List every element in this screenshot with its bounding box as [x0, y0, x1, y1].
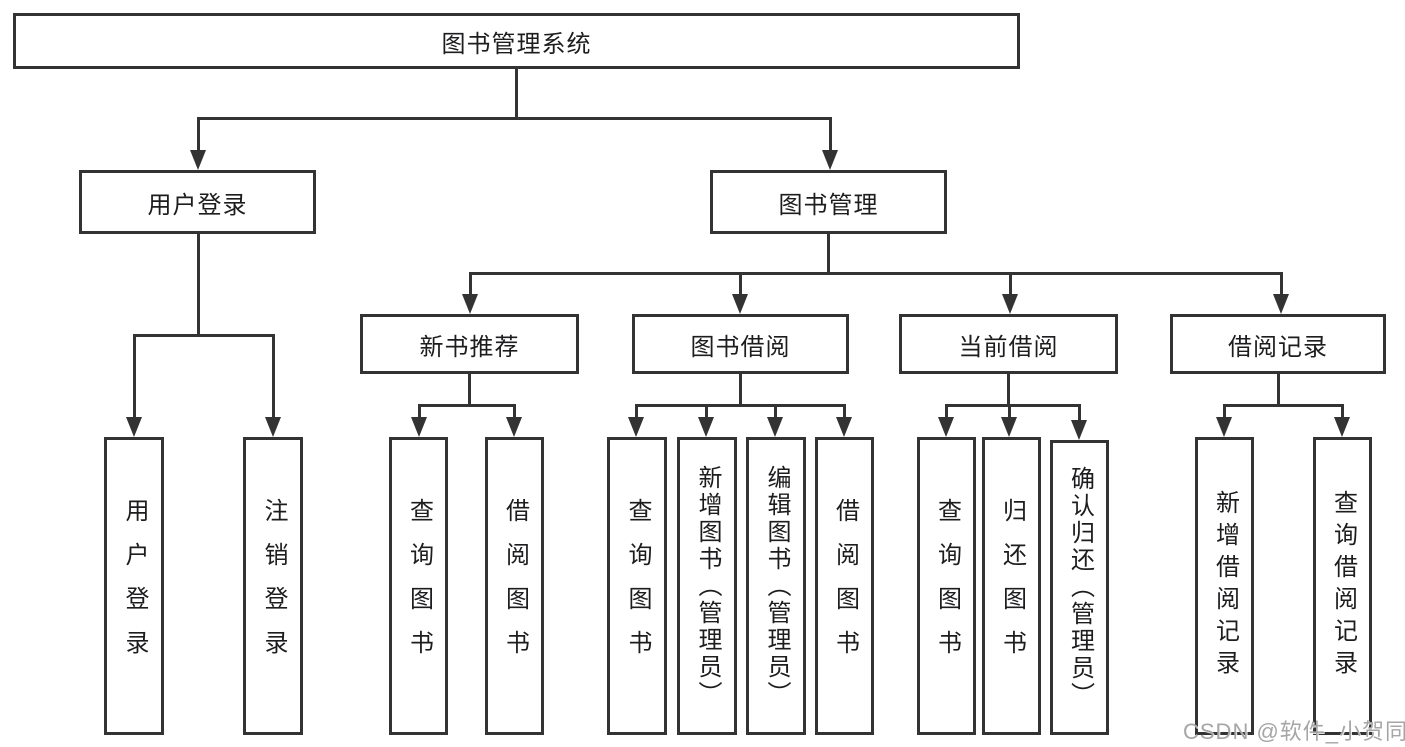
connector: [829, 117, 832, 154]
connector: [515, 68, 518, 120]
leaf-borrow-book: 借阅图书: [815, 437, 874, 735]
connector: [705, 404, 708, 420]
leaf-borrow-book: 借阅图书: [485, 437, 544, 735]
arrowhead-icon: [411, 417, 427, 437]
connector: [1277, 372, 1280, 407]
leaf-query-borrow-record: 查询借阅记录: [1313, 437, 1372, 735]
connector: [272, 334, 275, 420]
arrowhead-icon: [698, 417, 714, 437]
arrowhead-icon: [1071, 420, 1087, 440]
leaf-query-book: 查询图书: [389, 437, 448, 735]
leaf-return-book: 归还图书: [982, 437, 1041, 735]
arrowhead-icon: [836, 417, 852, 437]
arrowhead-icon: [1216, 417, 1232, 437]
arrowhead-icon: [506, 417, 522, 437]
node-user-login: 用户登录: [79, 170, 316, 234]
connector: [1341, 404, 1344, 420]
arrowhead-icon: [126, 417, 142, 437]
connector: [197, 117, 832, 120]
arrowhead-icon: [1334, 417, 1350, 437]
leaf-user-login: 用户登录: [104, 437, 164, 735]
connector: [1223, 404, 1226, 420]
connector: [945, 404, 1081, 407]
connector: [635, 404, 638, 420]
connector: [1078, 404, 1081, 423]
node-root: 图书管理系统: [13, 13, 1020, 69]
arrowhead-icon: [1273, 294, 1289, 314]
arrowhead-icon: [1002, 294, 1018, 314]
connector: [1007, 372, 1010, 407]
node-book-management: 图书管理: [710, 170, 947, 234]
connector: [739, 372, 742, 407]
arrowhead-icon: [822, 150, 838, 170]
leaf-logout: 注销登录: [243, 437, 303, 735]
arrowhead-icon: [732, 294, 748, 314]
node-borrowing-records: 借阅记录: [1170, 314, 1386, 374]
connector: [945, 404, 948, 420]
connector: [418, 404, 516, 407]
connector: [1009, 272, 1012, 298]
connector: [774, 404, 777, 420]
connector: [418, 404, 421, 420]
leaf-query-book: 查询图书: [917, 437, 976, 735]
node-current-borrowing: 当前借阅: [899, 314, 1118, 374]
connector: [843, 404, 846, 420]
leaf-confirm-return-admin: 确认归还（管理员）: [1050, 440, 1109, 735]
arrowhead-icon: [190, 150, 206, 170]
arrowhead-icon: [462, 294, 478, 314]
arrowhead-icon: [628, 417, 644, 437]
connector: [197, 234, 200, 336]
connector: [513, 404, 516, 420]
connector: [133, 334, 136, 420]
connector: [1280, 272, 1283, 298]
arrowhead-icon: [265, 417, 281, 437]
leaf-add-borrow-record: 新增借阅记录: [1195, 437, 1254, 735]
arrowhead-icon: [767, 417, 783, 437]
connector: [1223, 404, 1344, 407]
connector: [469, 272, 472, 298]
arrowhead-icon: [938, 417, 954, 437]
leaf-query-book: 查询图书: [607, 437, 667, 735]
leaf-edit-book-admin: 编辑图书（管理员）: [746, 437, 806, 735]
connector: [635, 404, 846, 407]
connector: [469, 272, 1283, 275]
connector: [133, 334, 275, 337]
arrowhead-icon: [1001, 417, 1017, 437]
connector: [739, 272, 742, 298]
connector: [197, 117, 200, 154]
csdn-watermark: CSDN @软件_小贺同学: [1183, 719, 1405, 744]
connector: [1008, 404, 1011, 420]
connector: [468, 372, 471, 407]
node-new-book-recommend: 新书推荐: [360, 314, 579, 374]
node-book-borrowing: 图书借阅: [632, 314, 849, 374]
leaf-add-book-admin: 新增图书（管理员）: [677, 437, 737, 735]
connector: [827, 234, 830, 275]
